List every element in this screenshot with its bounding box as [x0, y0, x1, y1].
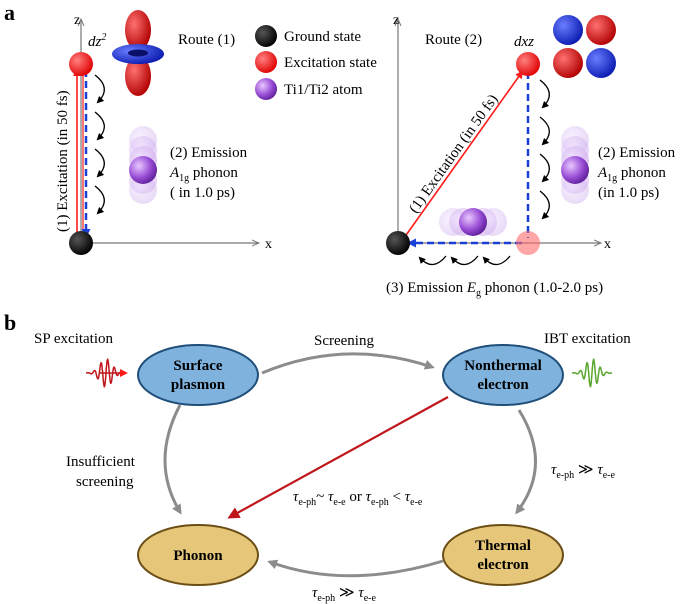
route1-x-label: x: [265, 237, 272, 252]
gray-arrows: [163, 352, 537, 578]
route1-excitation-state: [69, 52, 93, 76]
route2-eg-atoms: [439, 208, 507, 236]
ibt-excitation-label: IBT excitation: [544, 331, 631, 347]
route1-ground-state: [69, 231, 93, 255]
node-phonon: Phonon: [137, 524, 259, 586]
route2-phonon-arrows-vertical: [539, 79, 550, 220]
sp-excitation-label: SP excitation: [34, 331, 114, 347]
route1-excitation-label: (1) Excitation (in 50 fs): [55, 90, 71, 232]
relation-bottom-label: τe-ph ≫ τe-e: [312, 585, 377, 604]
route2-ground-state: [386, 231, 410, 255]
route1-emission-time: ( in 1.0 ps): [170, 185, 235, 201]
route1-a1g-atoms: [129, 126, 157, 204]
node-nonthermal-electron: Nonthermal electron: [442, 344, 564, 406]
node-surface-plasmon: Surface plasmon: [137, 344, 259, 406]
insufficient-screening-arrow: [163, 404, 182, 515]
nonthermal-to-phonon-arrow: [227, 396, 449, 519]
legend-ground-icon: [255, 25, 277, 47]
route2-a1g-atoms: [561, 126, 589, 204]
insufficient-screening-label-2: screening: [76, 474, 134, 490]
svg-text:Nonthermal: Nonthermal: [464, 358, 542, 374]
route2-orbital-label: dxz: [514, 34, 534, 50]
svg-text:electron: electron: [477, 377, 529, 393]
legend-excitation-icon: [255, 51, 277, 73]
ibt-wave-icon: [572, 357, 612, 389]
insufficient-screening-label-1: Insufficient: [66, 454, 136, 470]
screening-arrow: [261, 352, 435, 375]
legend-ground-label: Ground state: [284, 29, 361, 45]
route1-axes: z x: [74, 13, 272, 252]
route2-emission-time: (in 1.0 ps): [598, 185, 659, 201]
relation-middle-label: τe-ph~ τe-e or τe-ph < τe-e: [293, 489, 423, 508]
svg-text:plasmon: plasmon: [171, 377, 226, 393]
node-thermal-electron: Thermal electron: [442, 524, 564, 586]
route2-excitation-state: [516, 52, 540, 76]
svg-text:Thermal: Thermal: [475, 538, 531, 554]
thermalization-arrow: [515, 409, 537, 515]
route2-excitation-arrow: [403, 70, 524, 239]
panel-label-a: a: [4, 0, 15, 25]
legend-excitation-label: Excitation state: [284, 55, 377, 71]
dxz-orbital-icon: [553, 15, 616, 78]
relation-right-label: τe-ph ≫ τe-e: [551, 462, 616, 481]
legend: Ground state Excitation state Ti1/Ti2 at…: [255, 25, 377, 100]
svg-text:Phonon: Phonon: [173, 548, 223, 564]
route2-x-label: x: [604, 237, 611, 252]
route1-orbital-label: dz2: [88, 32, 106, 50]
panel-label-b: b: [4, 310, 16, 335]
route1-z-label: z: [74, 13, 80, 28]
route1-phonon-arrows: [94, 74, 105, 215]
route2-title: Route (2): [425, 32, 482, 48]
route2-intermediate-state: [516, 231, 540, 255]
svg-text:Surface: Surface: [173, 358, 222, 374]
route2-z-label: z: [393, 13, 399, 28]
route2-emission-a1g: A1g phonon: [597, 165, 666, 184]
svg-text:electron: electron: [477, 557, 529, 573]
route1-title: Route (1): [178, 32, 235, 48]
thermal-to-phonon-arrow: [267, 559, 444, 578]
screening-label: Screening: [314, 333, 374, 349]
route1-emission-a1g: A1g phonon: [169, 165, 238, 184]
legend-atom-label: Ti1/Ti2 atom: [284, 82, 363, 98]
legend-atom-icon: [255, 78, 277, 100]
route2-emission-label: (2) Emission: [598, 145, 676, 161]
route2-phonon-arrows-horizontal: [418, 255, 511, 266]
route1-emission-label: (2) Emission: [170, 145, 248, 161]
dz2-orbital-icon: [112, 10, 164, 96]
route2-emission3-label: (3) Emission Eg phonon (1.0-2.0 ps): [386, 280, 603, 299]
route2-excitation-label: (1) Excitation (in 50 fs): [406, 92, 501, 217]
